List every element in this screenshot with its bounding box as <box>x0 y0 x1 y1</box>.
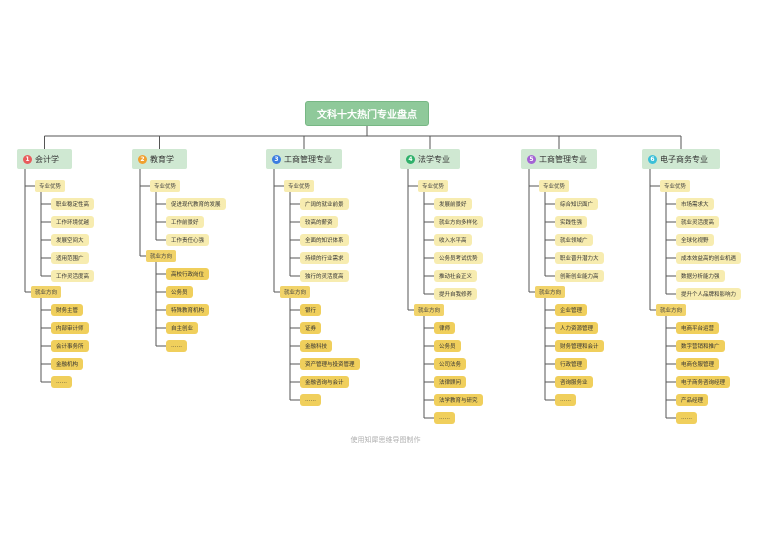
direction-item[interactable]: 会计事务所 <box>51 340 89 352</box>
directions-category[interactable]: 就业方向 <box>414 304 445 316</box>
advantages-category[interactable]: 专业优势 <box>284 180 315 192</box>
advantage-item[interactable]: 广阔的就业前景 <box>300 198 349 210</box>
advantages-category[interactable]: 专业优势 <box>539 180 570 192</box>
direction-item[interactable]: 产品经理 <box>676 394 709 406</box>
direction-item[interactable]: 内部审计师 <box>51 322 89 334</box>
directions-category[interactable]: 就业方向 <box>146 250 177 262</box>
directions-category[interactable]: 就业方向 <box>280 286 311 298</box>
direction-item[interactable]: 律师 <box>434 322 456 334</box>
direction-item[interactable]: …… <box>51 376 72 388</box>
advantage-item[interactable]: 职业晋升潜力大 <box>555 252 604 264</box>
advantage-item[interactable]: 推动社会正义 <box>434 270 478 282</box>
root-topic[interactable]: 文科十大热门专业盘点 <box>305 101 429 126</box>
major-name: 电子商务专业 <box>660 154 708 164</box>
direction-item[interactable]: 行政管理 <box>555 358 588 370</box>
direction-item[interactable]: 法学教育与研究 <box>434 394 483 406</box>
directions-category[interactable]: 就业方向 <box>656 304 687 316</box>
direction-item[interactable]: 银行 <box>300 304 322 316</box>
directions-category[interactable]: 就业方向 <box>535 286 566 298</box>
advantage-item[interactable]: 综合知识面广 <box>555 198 599 210</box>
direction-item[interactable]: 法律顾问 <box>434 376 467 388</box>
advantage-item[interactable]: 发展前景好 <box>434 198 472 210</box>
direction-item[interactable]: 电子商务咨询经理 <box>676 376 731 388</box>
direction-item[interactable]: 资产管理与投资管理 <box>300 358 360 370</box>
direction-item[interactable]: 公司法务 <box>434 358 467 370</box>
advantage-item[interactable]: 收入水平高 <box>434 234 472 246</box>
advantages-category[interactable]: 专业优势 <box>35 180 66 192</box>
direction-item[interactable]: 高校行政岗位 <box>166 268 210 280</box>
major-name: 法学专业 <box>418 154 450 164</box>
direction-item[interactable]: …… <box>434 412 455 424</box>
direction-item[interactable]: 企业管理 <box>555 304 588 316</box>
advantage-item[interactable]: 就业方向多样化 <box>434 216 483 228</box>
direction-item[interactable]: …… <box>166 340 187 352</box>
number-badge-icon: 2 <box>138 154 147 164</box>
direction-item[interactable]: 公务员 <box>434 340 461 352</box>
footer-credit: 使用知犀思维导图制作 <box>350 436 421 444</box>
major-name: 工商管理专业 <box>284 154 332 164</box>
number-badge-icon: 1 <box>23 154 32 164</box>
advantage-item[interactable]: 独行的灵活度高 <box>300 270 349 282</box>
advantage-item[interactable]: 市场需求大 <box>676 198 714 210</box>
direction-item[interactable]: 特殊教育机构 <box>166 304 210 316</box>
number-badge-icon: 4 <box>406 154 415 164</box>
advantages-category[interactable]: 专业优势 <box>660 180 691 192</box>
advantage-item[interactable]: 适用范围广 <box>51 252 89 264</box>
direction-item[interactable]: 财务主管 <box>51 304 84 316</box>
advantage-item[interactable]: 工作灵活度高 <box>51 270 95 282</box>
direction-item[interactable]: 咨询服务业 <box>555 376 593 388</box>
direction-item[interactable]: 金融科技 <box>300 340 333 352</box>
direction-item[interactable]: 公务员 <box>166 286 193 298</box>
advantage-item[interactable]: 全球化视野 <box>676 234 714 246</box>
advantage-item[interactable]: 全面的知识体系 <box>300 234 349 246</box>
directions-category[interactable]: 就业方向 <box>31 286 62 298</box>
advantage-item[interactable]: 提升个人品牌和影响力 <box>676 288 742 300</box>
advantage-item[interactable]: 提升自我修养 <box>434 288 478 300</box>
number-badge-icon: 5 <box>527 154 536 164</box>
direction-item[interactable]: 电商平台运营 <box>676 322 720 334</box>
direction-item[interactable]: 自主创业 <box>166 322 199 334</box>
advantage-item[interactable]: 成本效益高的创业机遇 <box>676 252 742 264</box>
direction-item[interactable]: 金融机构 <box>51 358 84 370</box>
advantages-category[interactable]: 专业优势 <box>418 180 449 192</box>
direction-item[interactable]: …… <box>676 412 697 424</box>
advantage-item[interactable]: 公务员考试优势 <box>434 252 483 264</box>
advantage-item[interactable]: 促进现代教育的发展 <box>166 198 226 210</box>
direction-item[interactable]: 金融咨询与会计 <box>300 376 349 388</box>
direction-item[interactable]: …… <box>555 394 576 406</box>
direction-item[interactable]: 数字营销和推广 <box>676 340 725 352</box>
number-badge-icon: 6 <box>648 154 657 164</box>
advantage-item[interactable]: 持续的行业需求 <box>300 252 349 264</box>
number-badge-icon: 3 <box>272 154 281 164</box>
advantage-item[interactable]: 工作前景好 <box>166 216 204 228</box>
advantage-item[interactable]: 职业稳定性高 <box>51 198 95 210</box>
major-name: 工商管理专业 <box>539 154 587 164</box>
advantage-item[interactable]: 创新创业能力高 <box>555 270 604 282</box>
advantage-item[interactable]: 较高的薪资 <box>300 216 338 228</box>
direction-item[interactable]: 人力资源管理 <box>555 322 599 334</box>
major-name: 教育学 <box>150 154 174 164</box>
advantage-item[interactable]: 就业领域广 <box>555 234 593 246</box>
direction-item[interactable]: 电商仓服管理 <box>676 358 720 370</box>
advantage-item[interactable]: 数据分析能力强 <box>676 270 725 282</box>
direction-item[interactable]: 证券 <box>300 322 322 334</box>
direction-item[interactable]: …… <box>300 394 321 406</box>
advantage-item[interactable]: 就业灵活度高 <box>676 216 720 228</box>
advantage-item[interactable]: 工作环境优越 <box>51 216 95 228</box>
advantages-category[interactable]: 专业优势 <box>150 180 181 192</box>
advantage-item[interactable]: 发展空间大 <box>51 234 89 246</box>
advantage-item[interactable]: 工作责任心强 <box>166 234 210 246</box>
advantage-item[interactable]: 实践性强 <box>555 216 588 228</box>
major-name: 会计学 <box>35 154 59 164</box>
direction-item[interactable]: 财务管理和会计 <box>555 340 604 352</box>
